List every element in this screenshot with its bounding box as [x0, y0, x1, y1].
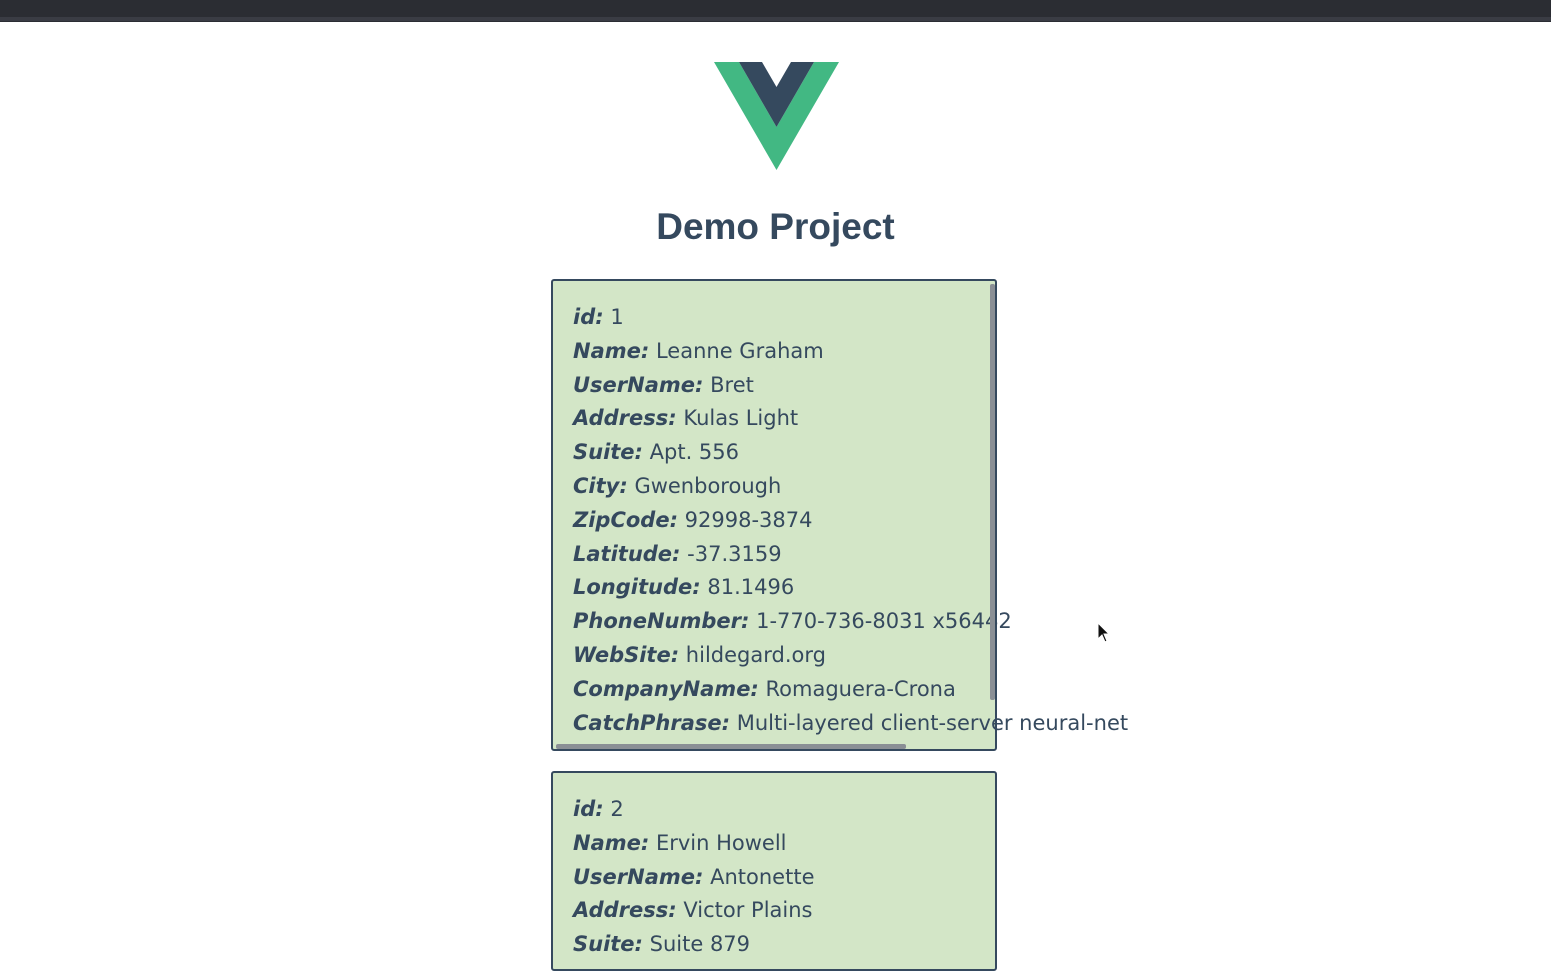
field-label: Suite: — [573, 932, 643, 957]
field-value: Leanne Graham — [655, 338, 824, 363]
field-value: Kulas Light — [683, 406, 799, 431]
page-title: Demo Project — [656, 206, 895, 247]
user-card-content: id: 2 Name: Ervin Howell UserName: Anton… — [573, 793, 814, 962]
field-label: Latitude: — [573, 541, 681, 566]
vertical-scrollbar[interactable] — [990, 284, 995, 700]
field-label: id: — [573, 797, 604, 821]
field-suite: Suite: Apt. 556 — [573, 436, 1128, 470]
field-value: 2 — [610, 797, 624, 821]
field-address: Address: Kulas Light — [573, 402, 1128, 436]
vue-logo-icon — [714, 62, 839, 170]
field-label: ZipCode: — [573, 507, 678, 532]
field-label: Suite: — [573, 440, 643, 465]
field-label: id: — [573, 305, 604, 329]
field-name: Name: Ervin Howell — [573, 827, 814, 861]
field-label: Address: — [573, 898, 677, 923]
browser-top-bar — [0, 0, 1551, 22]
field-longitude: Longitude: 81.1496 — [573, 571, 1128, 605]
field-value: Bret — [710, 372, 754, 397]
user-card[interactable]: id: 1 Name: Leanne Graham UserName: Bret… — [551, 279, 1128, 751]
field-value: Romaguera-Crona — [765, 676, 956, 701]
field-value: Suite 879 — [649, 932, 751, 957]
field-label: UserName: — [573, 372, 704, 397]
field-zipcode: ZipCode: 92998-3874 — [573, 504, 1128, 538]
field-website: WebSite: hildegard.org — [573, 639, 1128, 673]
field-value: Antonette — [710, 864, 815, 889]
field-value: 92998-3874 — [684, 507, 813, 532]
field-value: -37.3159 — [687, 541, 782, 566]
field-id: id: 1 — [573, 301, 1128, 335]
field-label: CompanyName: — [573, 676, 759, 701]
field-label: Address: — [573, 406, 677, 431]
horizontal-scrollbar[interactable] — [556, 744, 906, 749]
field-label: PhoneNumber: — [573, 609, 750, 634]
field-label: City: — [573, 473, 628, 498]
field-value: Ervin Howell — [655, 830, 787, 855]
field-value: 81.1496 — [707, 575, 795, 600]
browser-top-bar-edge — [0, 17, 1551, 21]
field-company: CompanyName: Romaguera-Crona — [573, 673, 1128, 707]
field-value: Apt. 556 — [649, 440, 740, 465]
field-phone: PhoneNumber: 1-770-736-8031 x56442 — [573, 605, 1128, 639]
field-username: UserName: Bret — [573, 369, 1128, 403]
field-value: 1-770-736-8031 x56442 — [756, 609, 1012, 634]
field-city: City: Gwenborough — [573, 470, 1128, 504]
field-label: Name: — [573, 338, 650, 363]
field-label: WebSite: — [573, 642, 680, 667]
field-username: UserName: Antonette — [573, 861, 814, 895]
field-value: hildegard.org — [685, 642, 826, 667]
field-label: Name: — [573, 830, 650, 855]
mouse-cursor-icon — [1097, 621, 1111, 643]
field-suite: Suite: Suite 879 — [573, 928, 814, 962]
field-label: CatchPhrase: — [573, 710, 731, 735]
field-value: 1 — [610, 305, 624, 329]
field-label: Longitude: — [573, 575, 701, 600]
field-value: Gwenborough — [634, 473, 782, 498]
user-card[interactable]: id: 2 Name: Ervin Howell UserName: Anton… — [551, 771, 997, 971]
field-label: UserName: — [573, 864, 704, 889]
user-card-content: id: 1 Name: Leanne Graham UserName: Bret… — [573, 301, 1128, 740]
field-latitude: Latitude: -37.3159 — [573, 538, 1128, 572]
field-catchphrase: CatchPhrase: Multi-layered client-server… — [573, 707, 1128, 741]
field-name: Name: Leanne Graham — [573, 335, 1128, 369]
field-value: Multi-layered client-server neural-net — [736, 710, 1129, 735]
field-value: Victor Plains — [683, 898, 813, 923]
field-address: Address: Victor Plains — [573, 894, 814, 928]
field-id: id: 2 — [573, 793, 814, 827]
